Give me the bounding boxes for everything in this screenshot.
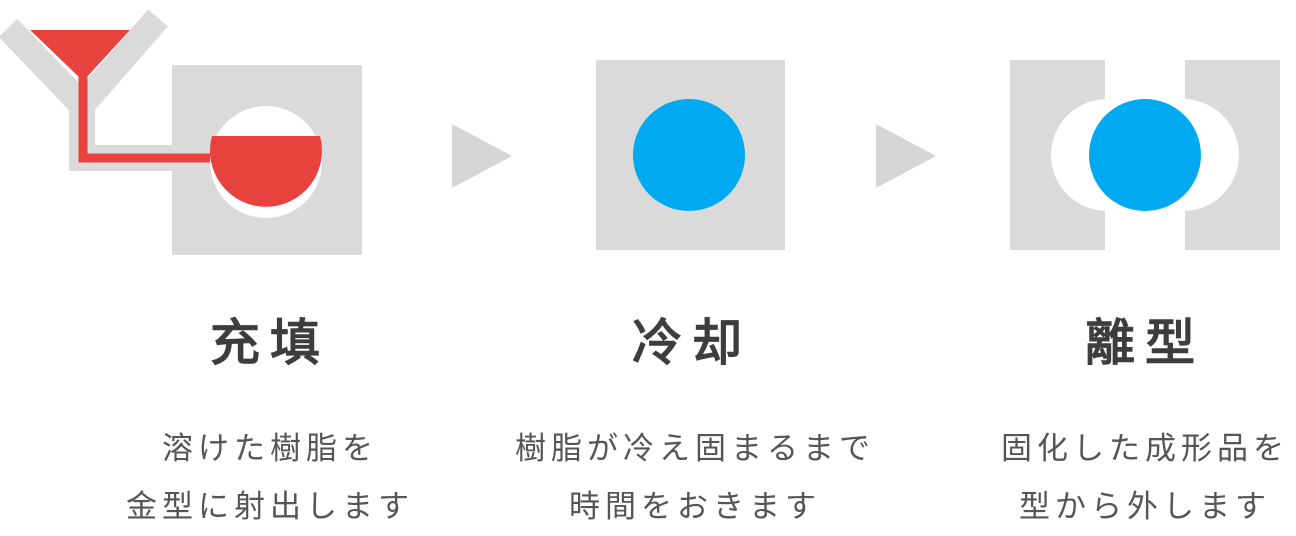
- filling-illustration: [0, 9, 362, 255]
- arrow-right-icon: [876, 124, 936, 188]
- step-title-release: 離型: [1085, 314, 1205, 372]
- release-illustration: [1010, 60, 1280, 250]
- desc-line: 溶けた樹脂を: [162, 431, 378, 467]
- desc-line: 金型に射出します: [126, 489, 414, 525]
- process-illustration: [0, 9, 1280, 255]
- desc-line: 固化した成形品を: [1001, 431, 1289, 467]
- runner: [78, 76, 215, 163]
- step-title-filling: 充填: [210, 314, 330, 372]
- molded-product: [1089, 99, 1201, 211]
- cooling-illustration: [596, 60, 785, 250]
- desc-line: 型から外します: [1019, 489, 1271, 525]
- arrow-right-icon: [452, 124, 512, 188]
- hopper: [30, 30, 130, 78]
- solid-resin: [633, 99, 745, 211]
- step-desc-cooling: 樹脂が冷え固まるまで 時間をおきます: [505, 420, 885, 536]
- step-desc-release: 固化した成形品を 型から外します: [955, 420, 1296, 536]
- desc-line: 樹脂が冷え固まるまで: [515, 431, 875, 467]
- step-title-cooling: 冷却: [632, 314, 752, 372]
- sprue-frame-right: [72, 9, 168, 114]
- desc-line: 時間をおきます: [569, 489, 821, 525]
- step-desc-filling: 溶けた樹脂を 金型に射出します: [80, 420, 460, 536]
- molten-resin: [210, 136, 322, 207]
